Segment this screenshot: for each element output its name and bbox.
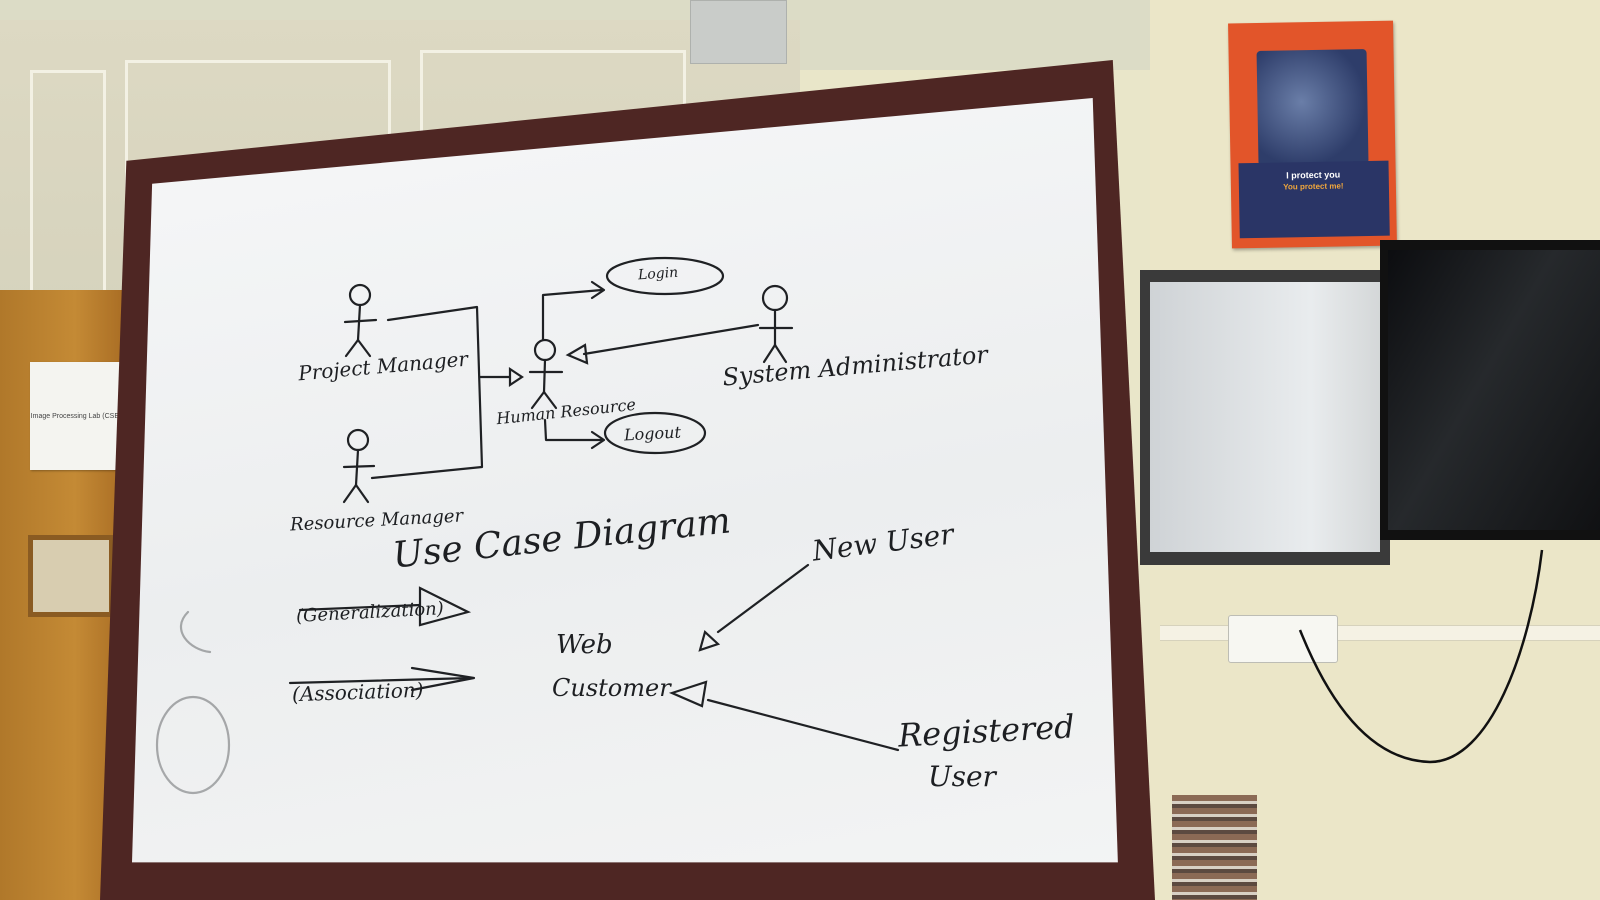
manager-generalization-lines xyxy=(370,305,524,480)
web-customer-label-line1: Web xyxy=(556,630,613,660)
lab-label-text: Image Processing Lab (CSE) xyxy=(30,412,122,420)
tv-screen xyxy=(1388,250,1600,530)
project-manager-actor xyxy=(343,283,378,358)
erased-marks xyxy=(155,610,231,795)
admin-generalization-arrow xyxy=(565,323,760,365)
login-use-case-label: Login xyxy=(637,264,679,284)
login-association xyxy=(541,256,725,342)
resource-manager-actor xyxy=(342,428,376,504)
small-whiteboard xyxy=(1140,270,1390,565)
wall-tv xyxy=(1380,240,1600,540)
web-customer-label-line2: Customer xyxy=(552,674,671,702)
wall-vent xyxy=(690,0,787,64)
whiteboard-surface xyxy=(132,98,1118,863)
system-administrator-actor xyxy=(758,284,794,364)
association-legend-arrow xyxy=(288,666,476,692)
generalization-legend-arrow xyxy=(298,586,472,627)
book-stack xyxy=(1172,795,1257,900)
registered-user-label-line2: User xyxy=(928,760,996,793)
lab-label-paper: Image Processing Lab (CSE) xyxy=(30,362,122,470)
association-legend-label: (Association) xyxy=(291,677,424,707)
tv-cable xyxy=(1298,549,1544,764)
small-whiteboard-surface xyxy=(1150,282,1380,552)
power-socket xyxy=(1228,615,1338,663)
new-user-generalization xyxy=(698,563,810,652)
logout-association xyxy=(543,411,707,455)
human-resource-actor xyxy=(528,338,564,410)
registered-user-generalization xyxy=(668,680,900,752)
logout-use-case-label: Logout xyxy=(623,422,682,445)
picture-frame xyxy=(28,535,114,617)
